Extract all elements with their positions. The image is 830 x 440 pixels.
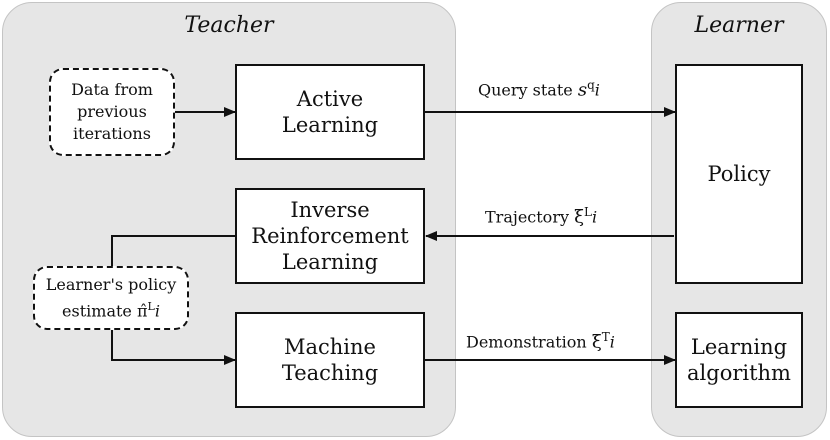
policy-estimate-box: Learner's policy estimate π̂Li	[33, 266, 189, 330]
learning-algorithm-label: algorithm	[687, 361, 791, 385]
active-learning-label: Active	[296, 87, 364, 111]
estimate-to-machine-teaching-arrow	[111, 330, 236, 365]
previous-data-box: Data from previous iterations	[49, 68, 175, 156]
policy-label: Policy	[707, 162, 771, 186]
active-learning-box: Active Learning	[235, 64, 425, 160]
learning-algorithm-label: Learning	[690, 335, 788, 359]
irl-label: Learning	[281, 250, 379, 274]
demonstration-sub: i	[609, 332, 615, 352]
active-learning-label: Learning	[281, 113, 379, 137]
teacher-title: Teacher	[184, 13, 274, 38]
policy-box: Policy	[675, 64, 803, 284]
trajectory-text: Trajectory	[485, 207, 569, 227]
demonstration-sup: T	[601, 330, 610, 344]
previous-data-line: previous	[77, 102, 147, 121]
previous-data-line: iterations	[73, 124, 151, 143]
machine-teaching-box: Machine Teaching	[235, 312, 425, 408]
learner-title: Learner	[694, 13, 784, 38]
trajectory-label: Trajectory ξLi	[485, 205, 597, 227]
query-state-label: Query state sqi	[478, 78, 600, 100]
irl-box: Inverse Reinforcement Learning	[235, 188, 425, 284]
policy-estimate-text: estimate	[62, 301, 132, 321]
irl-label: Reinforcement	[251, 224, 409, 248]
policy-estimate-line: Learner's policy	[45, 274, 177, 294]
trajectory-symbol: ξ	[574, 206, 585, 228]
demonstration-symbol: ξ	[591, 331, 602, 353]
demonstration-label: Demonstration ξTi	[466, 330, 615, 352]
learning-algorithm-box: Learning algorithm	[675, 312, 803, 408]
trajectory-sub: i	[591, 207, 598, 227]
query-state-sub: i	[594, 80, 600, 100]
machine-teaching-label: Teaching	[281, 361, 379, 385]
query-state-sup: q	[587, 78, 595, 92]
machine-teaching-label: Machine	[284, 335, 376, 359]
previous-data-line: Data from	[71, 80, 153, 99]
policy-estimate-symbol: π̂	[136, 301, 148, 321]
irl-to-estimate-line	[111, 235, 235, 266]
query-state-text: Query state	[478, 80, 573, 100]
trajectory-sup: L	[584, 205, 592, 219]
query-state-symbol: s	[577, 79, 588, 101]
policy-estimate-sup: L	[147, 299, 155, 313]
irl-label: Inverse	[290, 198, 370, 222]
demonstration-text: Demonstration	[466, 332, 587, 352]
policy-estimate-line: estimate π̂Li	[46, 296, 177, 322]
policy-estimate-sub: i	[154, 301, 160, 321]
